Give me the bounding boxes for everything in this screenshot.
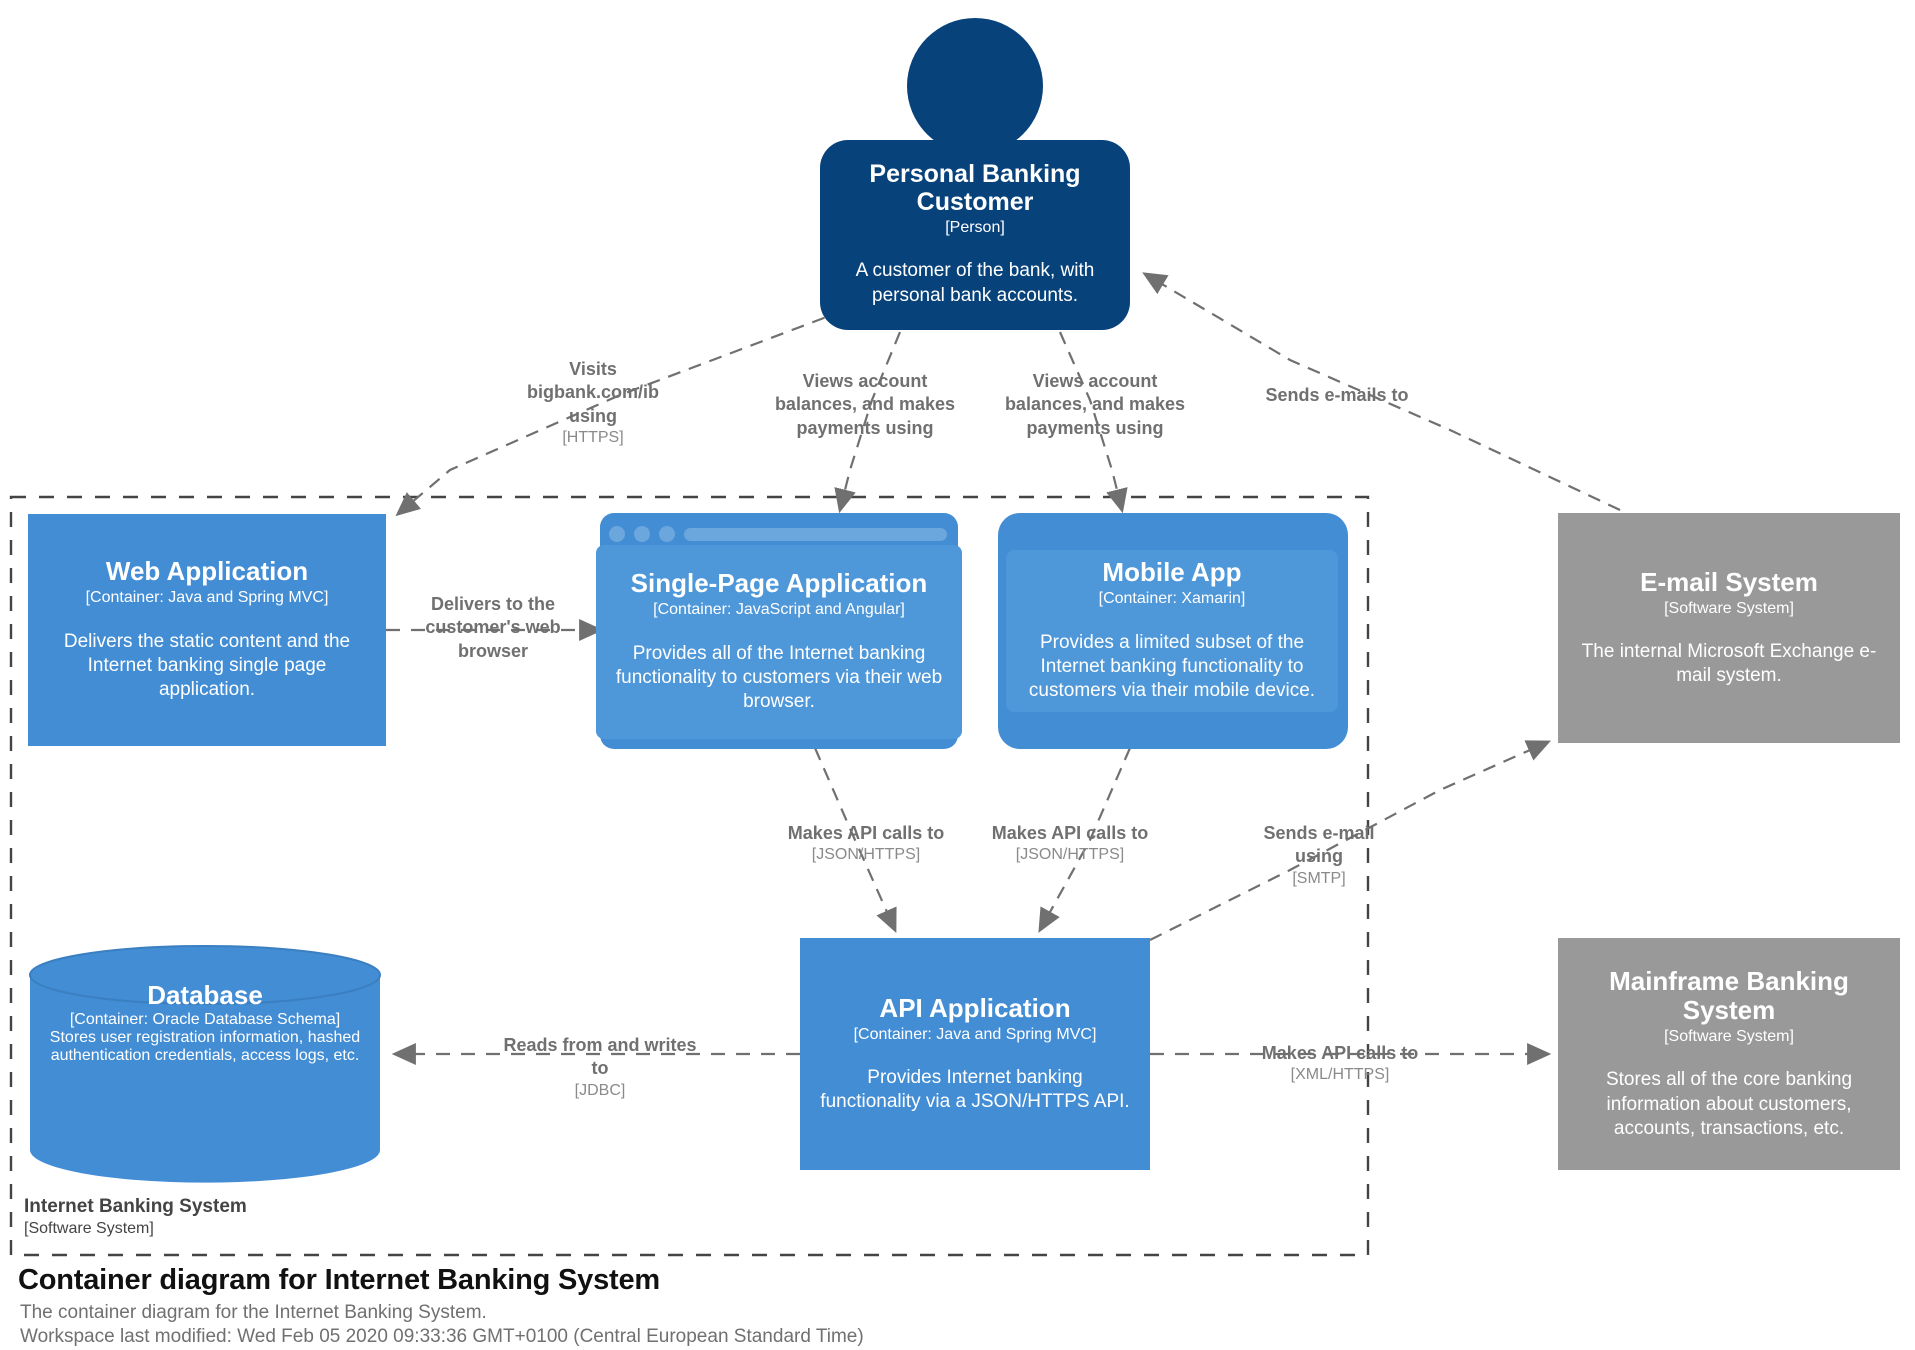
- mainframe-type: [Software System]: [1664, 1028, 1794, 1046]
- api-application-type: [Container: Java and Spring MVC]: [853, 1025, 1097, 1043]
- node-email-system[interactable]: E-mail System [Software System] The inte…: [1558, 513, 1900, 743]
- rel-reads-writes-text: Reads from and writes to: [503, 1035, 697, 1079]
- rel-label-mobile-api: Makes API calls to [JSON/HTTPS]: [972, 822, 1168, 865]
- rel-reads-writes-tech: [JDBC]: [574, 1081, 626, 1099]
- rel-label-reads-writes: Reads from and writes to [JDBC]: [500, 1034, 700, 1101]
- device-screen: Mobile App [Container: Xamarin] Provides…: [1006, 550, 1338, 712]
- rel-views-mobile-line: [1058, 331, 1128, 514]
- spa-description: Provides all of the Internet banking fun…: [615, 642, 943, 713]
- rel-spa-api-text: Makes API calls to: [787, 823, 945, 843]
- rel-label-spa-api: Makes API calls to [JSON/HTTPS]: [768, 822, 964, 865]
- customer-type: [Person]: [945, 219, 1005, 237]
- web-application-description: Delivers the static content and the Inte…: [63, 630, 351, 701]
- customer-description: A customer of the bank, with personal ba…: [855, 260, 1095, 306]
- api-application-title: API Application: [879, 992, 1071, 1023]
- rel-spa-api-line: [813, 747, 897, 934]
- mobile-app-description: Provides a limited subset of the Interne…: [1028, 631, 1316, 702]
- browser-viewport: Single-Page Application [Container: Java…: [596, 545, 962, 739]
- node-mobile-app[interactable]: Mobile App [Container: Xamarin] Provides…: [998, 513, 1348, 749]
- rel-sends-email-using-line: [1149, 740, 1552, 941]
- node-mainframe-banking-system[interactable]: Mainframe Banking System [Software Syste…: [1558, 938, 1900, 1170]
- node-personal-banking-customer[interactable]: Personal Banking Customer [Person] A cus…: [820, 18, 1130, 330]
- mainframe-description: Stores all of the core banking informati…: [1605, 1069, 1853, 1139]
- mainframe-title: Mainframe Banking System: [1609, 965, 1849, 1025]
- boundary-label: Internet Banking System [Software System…: [24, 1195, 247, 1239]
- node-api-application[interactable]: API Application [Container: Java and Spr…: [800, 938, 1150, 1170]
- person-head-icon: [907, 18, 1043, 154]
- rel-label-api-mainframe: Makes API calls to [XML/HTTPS]: [1240, 1042, 1440, 1085]
- database-cylinder: [29, 945, 381, 1183]
- rel-label-sends-email-using: Sends e-mail using [SMTP]: [1245, 822, 1393, 889]
- browser-dot-yellow-icon: [634, 526, 650, 542]
- rel-sends-emails-text: Sends e-mails to: [1265, 385, 1409, 405]
- rel-label-views-mobile: Views account balances, and makes paymen…: [1000, 370, 1190, 440]
- rel-views-spa-text: Views account balances, and makes paymen…: [774, 371, 956, 438]
- rel-views-mobile-text: Views account balances, and makes paymen…: [1004, 371, 1186, 438]
- email-system-title: E-mail System: [1640, 566, 1818, 597]
- database-description: Stores user registration information, ha…: [49, 1029, 361, 1064]
- customer-title: Personal Banking Customer: [869, 160, 1081, 217]
- node-database[interactable]: Database [Container: Oracle Database Sch…: [30, 980, 380, 1065]
- browser-dot-green-icon: [659, 526, 675, 542]
- node-single-page-application[interactable]: Single-Page Application [Container: Java…: [596, 513, 962, 749]
- rel-sends-email-using-tech: [SMTP]: [1292, 869, 1346, 887]
- web-application-title: Web Application: [105, 556, 309, 587]
- browser-dot-red-icon: [609, 526, 625, 542]
- mobile-app-title: Mobile App: [1102, 557, 1242, 588]
- mobile-app-type: [Container: Xamarin]: [1098, 590, 1246, 608]
- database-type: [Container: Oracle Database Schema]: [69, 1011, 341, 1028]
- system-boundary: [9, 495, 1370, 1257]
- email-system-description: The internal Microsoft Exchange e-mail s…: [1581, 640, 1877, 687]
- rel-label-delivers: Delivers to the customer's web browser: [398, 593, 588, 663]
- rel-label-views-spa: Views account balances, and makes paymen…: [770, 370, 960, 440]
- diagram-subtitle-modified: Workspace last modified: Wed Feb 05 2020…: [20, 1326, 864, 1347]
- rel-api-mainframe-text: Makes API calls to: [1261, 1043, 1419, 1063]
- rel-spa-api-tech: [JSON/HTTPS]: [811, 846, 921, 864]
- web-application-type: [Container: Java and Spring MVC]: [85, 589, 329, 607]
- browser-chrome: [605, 523, 953, 545]
- browser-address-bar: [684, 527, 947, 541]
- rel-api-mainframe-tech: [XML/HTTPS]: [1290, 1066, 1390, 1084]
- rel-visits-line: [395, 308, 846, 517]
- rel-visits-tech: [HTTPS]: [562, 429, 624, 447]
- rel-mobile-api-text: Makes API calls to: [991, 823, 1149, 843]
- rel-sends-emails-line: [1142, 272, 1621, 511]
- boundary-type: [Software System]: [24, 1219, 154, 1237]
- spa-title: Single-Page Application: [630, 568, 928, 599]
- database-title: Database: [147, 980, 263, 1010]
- rel-label-sends-emails-to: Sends e-mails to: [1232, 384, 1442, 407]
- rel-views-spa-line: [834, 331, 902, 514]
- rel-mobile-api-line: [1038, 747, 1132, 933]
- diagram-subtitle-description: The container diagram for the Internet B…: [20, 1302, 487, 1323]
- rel-mobile-api-tech: [JSON/HTTPS]: [1015, 846, 1125, 864]
- api-application-description: Provides Internet banking functionality …: [820, 1066, 1130, 1113]
- diagram-title: Container diagram for Internet Banking S…: [18, 1264, 661, 1296]
- node-web-application[interactable]: Web Application [Container: Java and Spr…: [28, 514, 386, 746]
- rel-sends-email-using-text: Sends e-mail using: [1263, 823, 1375, 867]
- rel-visits-text: Visits bigbank.com/ib using: [526, 359, 659, 426]
- boundary-name: Internet Banking System: [24, 1196, 247, 1217]
- rel-label-visits: Visits bigbank.com/ib using [HTTPS]: [508, 358, 678, 448]
- rel-delivers-text: Delivers to the customer's web browser: [425, 594, 561, 661]
- email-system-type: [Software System]: [1664, 599, 1794, 617]
- spa-type: [Container: JavaScript and Angular]: [653, 601, 905, 619]
